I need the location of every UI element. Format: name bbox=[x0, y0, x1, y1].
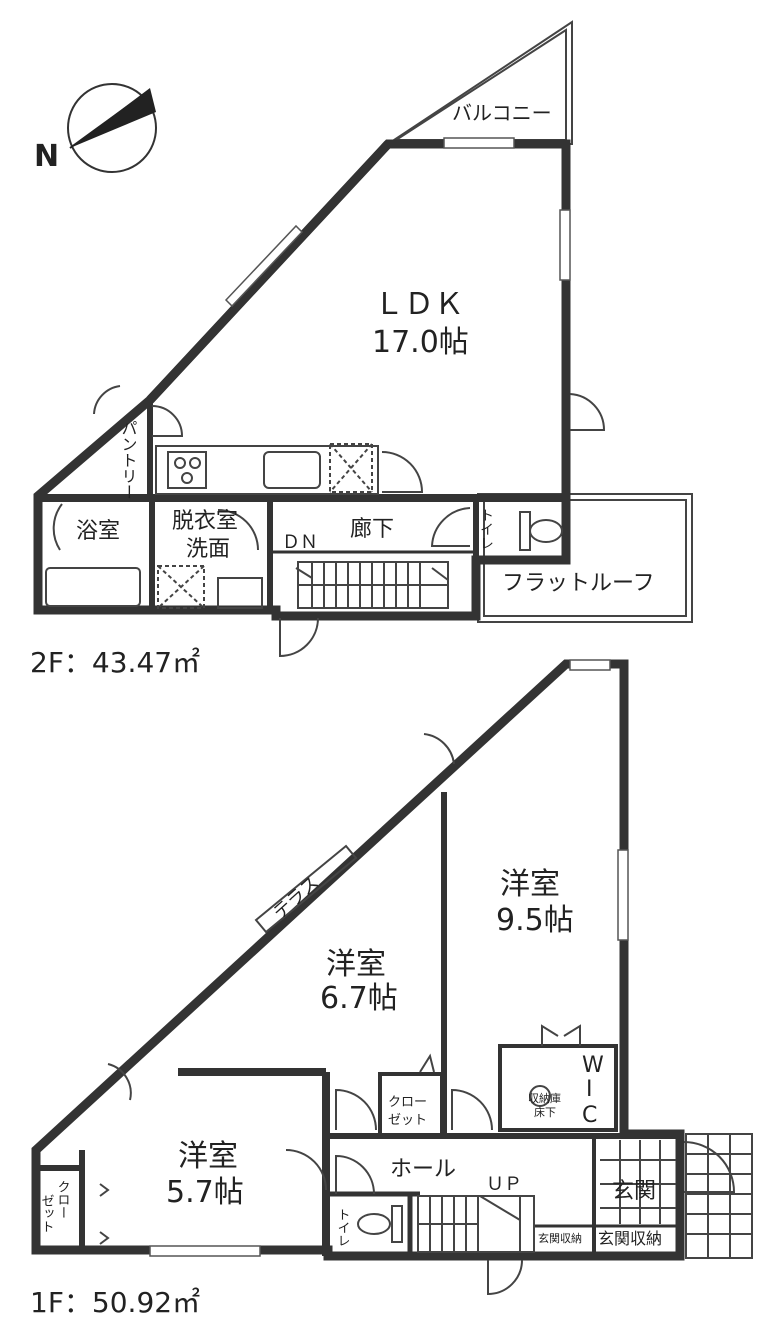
closet-door-icon bbox=[419, 1053, 435, 1073]
pantry-door-icon bbox=[151, 405, 184, 437]
toilet-2f-label: トイレ bbox=[478, 508, 494, 550]
front-door-icon bbox=[683, 1141, 736, 1193]
wic-w-label: W bbox=[582, 1053, 604, 1078]
floor1-plan bbox=[31, 659, 753, 1296]
toilet-icon bbox=[519, 511, 563, 551]
fridge-space-icon bbox=[329, 443, 373, 493]
closet-left-label-line2: ゼット bbox=[39, 1194, 55, 1233]
hall-label: ホール bbox=[390, 1157, 456, 1182]
kitchen-counter bbox=[155, 445, 379, 495]
storage-hatch-icon bbox=[529, 1085, 551, 1107]
dressing-door-icon bbox=[217, 509, 259, 551]
entrance-storage-small-label: 玄関収納 bbox=[538, 1231, 582, 1245]
corridor-door-icon bbox=[430, 507, 471, 547]
dn-label: ＤＮ bbox=[282, 532, 318, 553]
bathtub bbox=[45, 567, 141, 607]
side-door-icon bbox=[569, 393, 606, 431]
ldk-door-icon bbox=[381, 451, 424, 493]
closet-left-label-line1: クロー bbox=[55, 1180, 70, 1219]
toilet-1f-label: トイレ bbox=[335, 1208, 350, 1247]
pantry-label: パントリー bbox=[119, 420, 138, 500]
sink-icon bbox=[263, 451, 321, 489]
hall-door-icon bbox=[285, 1149, 327, 1191]
ldk-name-label: ＬＤＫ bbox=[374, 287, 464, 322]
washer-space-icon bbox=[157, 565, 205, 609]
compass-letter: N bbox=[34, 139, 59, 174]
floor2-plan bbox=[33, 20, 693, 658]
stair-exit-door-icon bbox=[279, 617, 319, 658]
ldk-size-label: 17.0帖 bbox=[372, 325, 469, 360]
floor1-area-label: 1F：50.92㎡ bbox=[30, 1286, 200, 1319]
stairs-2f bbox=[295, 561, 449, 609]
balcony-door-icon bbox=[93, 385, 121, 415]
dressing-label-line1: 脱衣室 bbox=[172, 509, 238, 534]
western-a-name-label: 洋室 bbox=[500, 867, 560, 902]
wic-door-icon bbox=[541, 1024, 581, 1046]
stair-exit-door-1f-icon bbox=[487, 1259, 523, 1296]
dressing-label-line2: 洗面 bbox=[186, 537, 230, 562]
floor2-area-label: 2F：43.47㎡ bbox=[30, 646, 200, 679]
western-c-size-label: 5.7帖 bbox=[166, 1175, 244, 1210]
western-a-door-icon bbox=[451, 1088, 493, 1131]
stove-icon bbox=[167, 451, 207, 489]
storage-label-line2: 床下 bbox=[534, 1105, 556, 1119]
flat-roof-label: フラットルーフ bbox=[502, 571, 655, 596]
closet-mid-label-line2: ゼット bbox=[388, 1113, 427, 1128]
bath-label: 浴室 bbox=[76, 519, 120, 544]
toilet-1f-icon bbox=[357, 1205, 403, 1243]
stairs-1f bbox=[417, 1195, 535, 1253]
terrace-box bbox=[254, 844, 358, 934]
western-a-size-label: 9.5帖 bbox=[496, 903, 574, 938]
diag-door-top-icon bbox=[423, 733, 455, 765]
entrance-label: 玄関 bbox=[612, 1179, 656, 1204]
closet-mid-label-line1: クロー bbox=[388, 1095, 427, 1110]
washbasin bbox=[217, 577, 263, 609]
compass-north-icon bbox=[67, 83, 157, 173]
western-b-size-label: 6.7帖 bbox=[320, 981, 398, 1016]
entrance-storage-label: 玄関収納 bbox=[598, 1229, 662, 1248]
western-b-name-label: 洋室 bbox=[326, 947, 386, 982]
diag-door-left-icon bbox=[107, 1063, 132, 1101]
corridor-label: 廊下 bbox=[350, 517, 394, 542]
balcony-outline bbox=[384, 20, 573, 145]
western-b-door-icon bbox=[335, 1088, 377, 1131]
porch-tiles bbox=[685, 1133, 753, 1259]
balcony-label: バルコニー bbox=[452, 101, 552, 125]
floor2-exterior-wall bbox=[33, 139, 571, 621]
wic-i-label: I bbox=[586, 1077, 593, 1102]
wic-c-label: C bbox=[582, 1103, 597, 1128]
entrance-tiles bbox=[600, 1140, 676, 1224]
storage-label-line1: 収納庫 bbox=[528, 1091, 561, 1105]
western-c-name-label: 洋室 bbox=[178, 1139, 238, 1174]
toilet-door-icon bbox=[335, 1154, 375, 1195]
bath-door-icon bbox=[52, 503, 63, 551]
up-label: ＵＰ bbox=[486, 1174, 522, 1195]
